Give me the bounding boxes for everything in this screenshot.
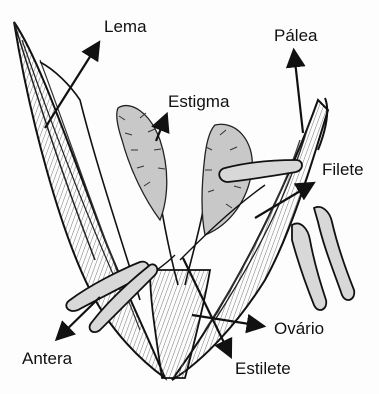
label-filete: Filete bbox=[322, 161, 364, 178]
arrow-palea bbox=[294, 52, 303, 133]
ovary-base bbox=[150, 270, 210, 378]
label-estilete: Estilete bbox=[235, 360, 291, 377]
arrow-estigma bbox=[156, 116, 166, 141]
label-ovario: Ovário bbox=[274, 320, 324, 337]
label-lema: Lema bbox=[104, 18, 147, 35]
label-palea: Pálea bbox=[274, 27, 317, 44]
arrow-lema bbox=[45, 44, 98, 128]
label-antera: Antera bbox=[22, 350, 72, 367]
label-estigma: Estigma bbox=[168, 93, 229, 110]
